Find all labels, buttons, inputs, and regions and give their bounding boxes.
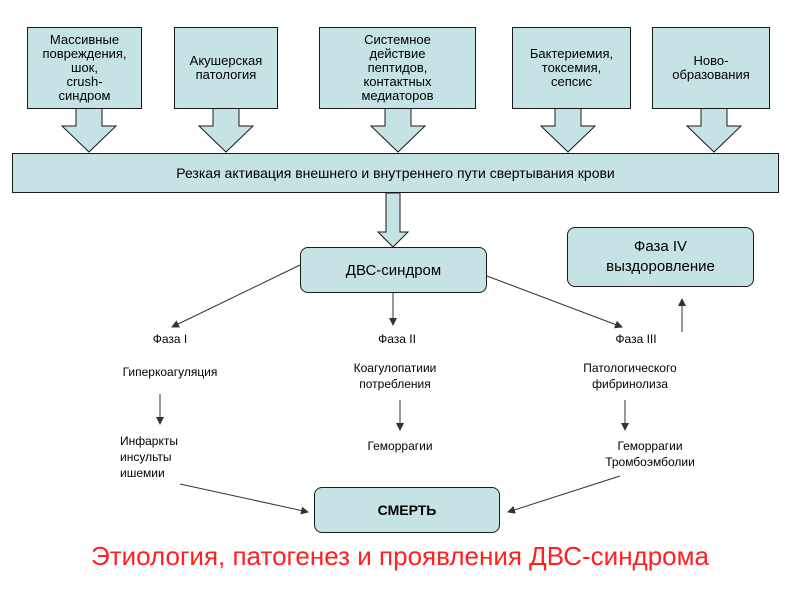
dic-syndrome-box: ДВС-синдром: [300, 247, 487, 293]
phase3-fibrinolysis: Патологического фибринолиза: [583, 361, 677, 391]
phase1-hypercoagulation: Гиперкоагуляция: [122, 365, 218, 379]
block-arrow-cause-4: [539, 107, 597, 153]
block-arrow-cause-1: [60, 107, 118, 153]
block-arrow-cause-5: [685, 107, 743, 153]
block-arrow-cause-3: [369, 107, 427, 153]
cause-box-sepsis: Бактериемия, токсемия, сепсис: [512, 27, 631, 109]
phase2-consumption-coagulopathy: Коагулопатиии потребления: [353, 361, 437, 391]
arrow-outcome3-to-death: [507, 475, 621, 514]
phase1-outcome-infarcts: Инфаркты инсульты ишемии: [120, 434, 178, 480]
phase2-label: Фаза II: [378, 332, 416, 346]
cause-box-neoplasm: Ново- образования: [652, 27, 770, 109]
phase1-label: Фаза I: [152, 332, 188, 346]
activation-bar: Резкая активация внешнего и внутреннего …: [12, 153, 779, 193]
arrow-dic-to-phase3: [486, 275, 623, 329]
block-arrow-activation: [376, 192, 410, 248]
phase2-outcome-hemorrhage: Геморрагии: [367, 439, 433, 453]
cause-box-injury: Массивные повреждения, шок, crush- синдр…: [27, 27, 142, 109]
arrow-dic-to-phase1: [171, 264, 301, 328]
death-box: СМЕРТЬ: [314, 487, 500, 533]
phase4-recovery-box: Фаза IV выздоровление: [567, 227, 754, 287]
phase3-outcome-hemorrhage-thromboembolism: Геморрагии Тромбоэмболии: [605, 439, 695, 469]
phase3-label: Фаза III: [615, 332, 657, 346]
arrow-outcome1-to-death: [179, 483, 309, 515]
cause-box-peptides: Системное действие пептидов, контактных …: [319, 27, 476, 109]
cause-box-obstetric: Акушерская патология: [174, 27, 278, 109]
block-arrow-cause-2: [197, 107, 255, 153]
slide-title: Этиология, патогенез и проявления ДВС-си…: [91, 541, 709, 571]
